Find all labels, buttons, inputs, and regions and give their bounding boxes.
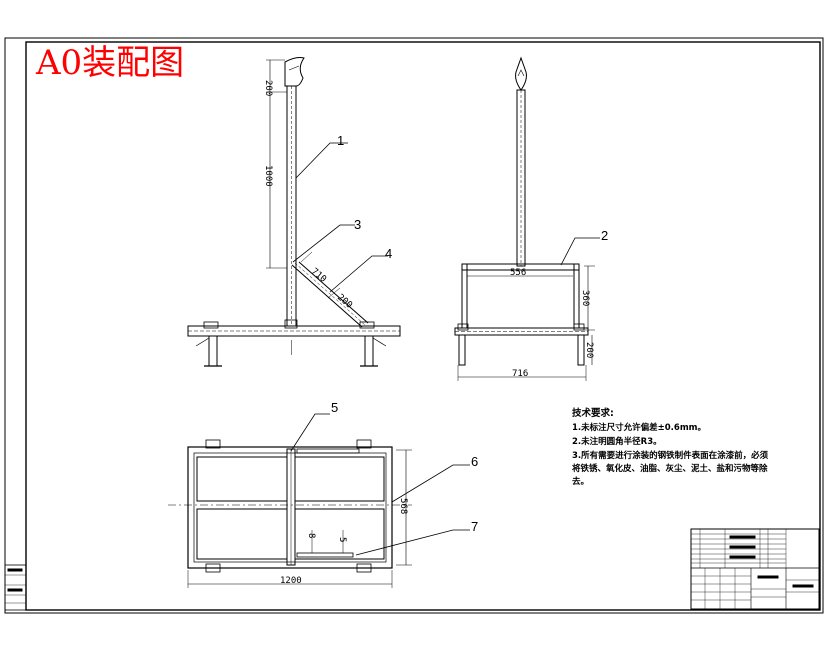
dim-front-top: 200 [263, 80, 273, 96]
side-view [454, 56, 595, 381]
dim-plan-width: 568 [398, 498, 408, 514]
dim-side-width: 556 [510, 268, 526, 278]
dim-plan-small-a: 8 [306, 533, 316, 538]
tech-note-line-1: 1.未标注尺寸允许偏差±0.6mm。 [572, 422, 706, 433]
tech-note-line-2: 2.未注明圆角半径R3。 [572, 436, 662, 447]
inner-frame [25, 41, 821, 611]
dim-side-height: 360 [580, 290, 590, 306]
callout-1: 1 [337, 133, 344, 148]
callout-6: 6 [471, 454, 478, 469]
plan-view [168, 439, 412, 588]
side-label-strip [4, 564, 27, 611]
plan-leaders [290, 413, 470, 556]
title-block [690, 528, 820, 610]
front-view [187, 57, 401, 367]
callout-4: 4 [385, 246, 392, 261]
outer-frame [4, 37, 824, 614]
dim-plan-length: 1200 [280, 576, 302, 586]
callout-2: 2 [601, 228, 608, 243]
tech-note-line-3: 3.所有需要进行涂装的钢铁制件表面在涂漆前，必须 [572, 450, 769, 461]
tech-notes-heading: 技术要求: [572, 407, 614, 419]
dim-plan-small-b: 5 [337, 537, 347, 542]
front-leaders [292, 142, 388, 293]
callout-5: 5 [331, 400, 338, 415]
dim-side-leg: 200 [584, 342, 594, 358]
callout-7: 7 [471, 519, 478, 534]
dim-side-base: 716 [512, 369, 528, 379]
leader-2 [560, 237, 600, 266]
drawing-title: A0装配图 [35, 43, 184, 83]
dim-front-post: 1000 [263, 165, 273, 187]
tech-note-line-4: 将铁锈、氧化皮、油脂、灰尘、泥土、盐和污物等除 [572, 463, 768, 474]
callout-3: 3 [354, 217, 361, 232]
tech-note-line-5: 去。 [572, 476, 589, 487]
